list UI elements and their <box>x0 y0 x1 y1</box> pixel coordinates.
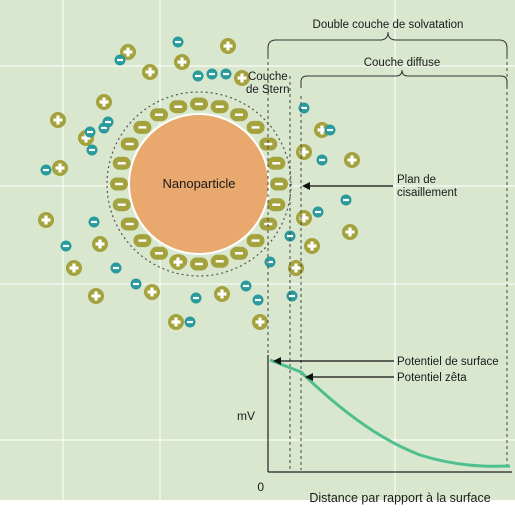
minus-circle-icon <box>252 294 264 306</box>
adsorbed-ion-icon <box>210 254 229 268</box>
surface-potential-label: Potentiel de surface <box>397 356 499 368</box>
minus-circle-icon <box>324 124 336 136</box>
shear-plane-arrow <box>302 182 393 190</box>
stern-layer-label-line1: Couche <box>248 71 288 83</box>
adsorbed-ion-icon <box>169 100 188 114</box>
double-layer-brace <box>267 31 508 56</box>
plus-circle-icon <box>170 254 186 270</box>
minus-circle-icon <box>184 316 196 328</box>
plus-circle-icon <box>96 94 112 110</box>
zeta-potential-arrow <box>305 373 394 381</box>
nanoparticle-label: Nanoparticle <box>163 176 236 191</box>
minus-circle-icon <box>316 154 328 166</box>
adsorbed-ion-icon <box>230 108 248 122</box>
minus-circle-icon <box>240 280 252 292</box>
minus-circle-icon <box>312 206 324 218</box>
minus-circle-icon <box>88 216 100 228</box>
plus-circle-icon <box>296 144 312 160</box>
diffuse-layer-label: Couche diffuse <box>364 57 441 69</box>
x-axis-label: Distance par rapport à la surface <box>309 491 490 505</box>
minus-circle-icon <box>220 68 232 80</box>
adsorbed-ion-icon <box>210 100 229 114</box>
adsorbed-ion-icon <box>150 108 168 122</box>
y-axis-label: mV <box>237 409 255 423</box>
adsorbed-ion-icon <box>110 177 128 191</box>
minus-circle-icon <box>206 68 218 80</box>
plus-circle-icon <box>66 260 82 276</box>
minus-circle-icon <box>114 54 126 66</box>
plus-circle-icon <box>88 288 104 304</box>
plus-circle-icon <box>304 238 320 254</box>
plus-circle-icon <box>92 236 108 252</box>
adsorbed-ion-icon <box>267 156 286 170</box>
adsorbed-ion-icon <box>150 246 168 260</box>
plus-circle-icon <box>252 314 268 330</box>
minus-circle-icon <box>172 36 184 48</box>
adsorbed-ion-icon <box>112 198 131 212</box>
adsorbed-ion-icon <box>120 137 139 151</box>
shear-plane-label-line2: cisaillement <box>397 187 458 199</box>
plus-circle-icon <box>52 160 68 176</box>
minus-circle-icon <box>192 70 204 82</box>
double-layer-label: Double couche de solvatation <box>313 19 464 31</box>
minus-circle-icon <box>40 164 52 176</box>
adsorbed-ion-icon <box>246 234 265 248</box>
shear-plane-label-line1: Plan de <box>397 174 436 186</box>
adsorbed-ion-icon <box>120 217 139 231</box>
surface-potential-arrow <box>273 357 394 365</box>
plus-circle-icon <box>144 284 160 300</box>
minus-circle-icon <box>298 102 310 114</box>
origin-label: 0 <box>257 480 264 494</box>
plus-circle-icon <box>344 152 360 168</box>
plus-circle-icon <box>142 64 158 80</box>
minus-circle-icon <box>102 116 114 128</box>
plus-circle-icon <box>50 112 66 128</box>
minus-circle-icon <box>110 262 122 274</box>
stern-layer-label-line2: de Stern <box>246 84 289 96</box>
adsorbed-ion-icon <box>133 234 152 248</box>
adsorbed-ion-icon <box>190 257 208 271</box>
minus-circle-icon <box>340 194 352 206</box>
stern-layer-boundary <box>106 91 292 277</box>
zeta-potential-label: Potentiel zêta <box>397 372 467 384</box>
plus-circle-icon <box>296 210 312 226</box>
plus-circle-icon <box>174 54 190 70</box>
minus-circle-icon <box>190 292 202 304</box>
plus-circle-icon <box>342 224 358 240</box>
adsorbed-ion-icon <box>270 177 288 191</box>
adsorbed-ion-icon <box>230 246 248 260</box>
minus-circle-icon <box>130 278 142 290</box>
potential-curve <box>269 358 511 468</box>
minus-circle-icon <box>286 290 298 302</box>
minus-circle-icon <box>60 240 72 252</box>
nanoparticle-core <box>128 113 270 255</box>
adsorbed-ion-icon <box>112 156 131 170</box>
adsorbed-ion-icon <box>133 120 152 134</box>
minus-circle-icon <box>84 126 96 138</box>
minus-circle-icon <box>86 144 98 156</box>
diffuse-layer-brace <box>300 69 508 88</box>
potential-graph: mV 0 Distance par rapport à la surface <box>237 355 512 505</box>
plus-circle-icon <box>38 212 54 228</box>
background-panel <box>0 0 515 500</box>
plus-circle-icon <box>168 314 184 330</box>
plus-circle-icon <box>214 286 230 302</box>
adsorbed-ion-icon <box>267 198 286 212</box>
plus-circle-icon <box>220 38 236 54</box>
minus-circle-icon <box>264 256 276 268</box>
adsorbed-ion-icon <box>190 97 208 111</box>
adsorbed-ion-icon <box>246 120 265 134</box>
